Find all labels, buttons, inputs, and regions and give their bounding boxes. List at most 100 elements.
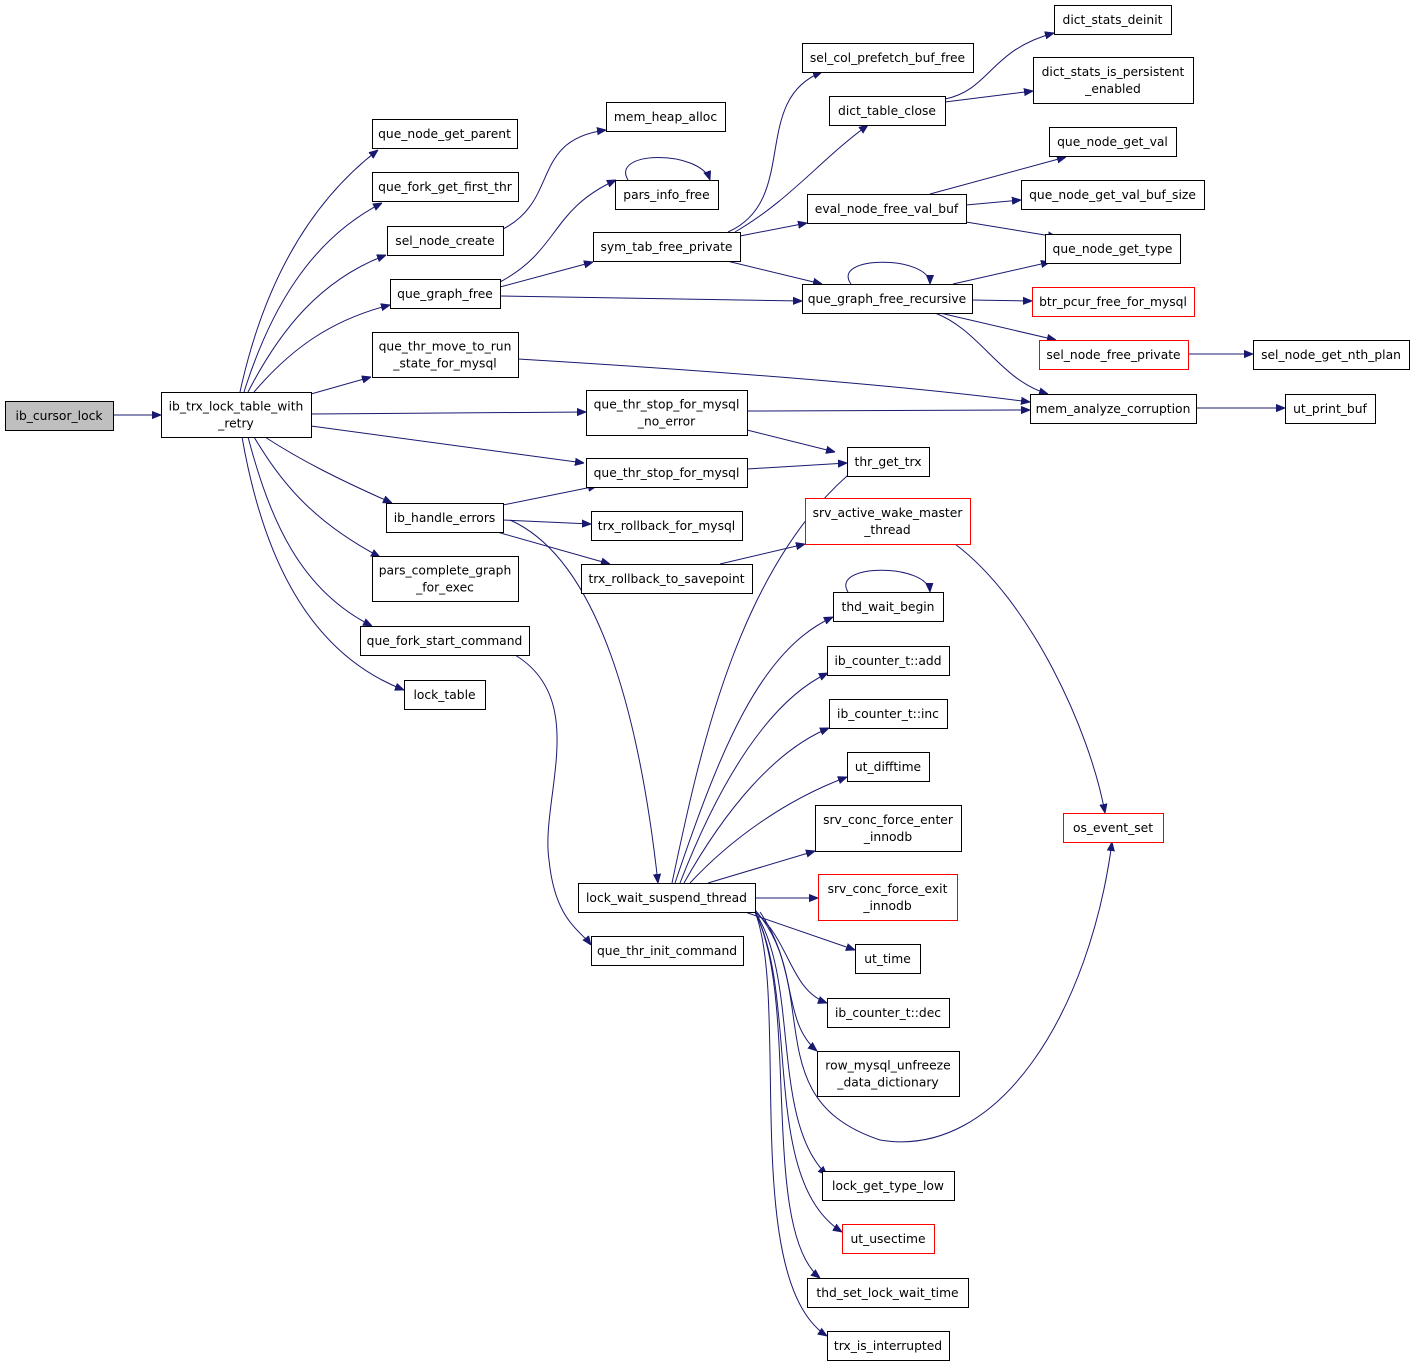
node-ut-print-buf[interactable]: ut_print_buf: [1285, 394, 1376, 424]
node-srv-conc-force-enter-innodb[interactable]: srv_conc_force_enter_innodb: [815, 805, 962, 852]
node-ut-time[interactable]: ut_time: [855, 944, 921, 974]
node-box[interactable]: [1285, 394, 1376, 424]
node-box[interactable]: [829, 699, 948, 729]
node-box[interactable]: [390, 279, 501, 309]
node-box[interactable]: [591, 511, 743, 541]
node-que-fork-get-first-thr[interactable]: que_fork_get_first_thr: [372, 172, 519, 202]
node-mem-heap-alloc[interactable]: mem_heap_alloc: [606, 102, 726, 132]
node-box[interactable]: [372, 556, 519, 602]
node-box[interactable]: [829, 96, 946, 126]
node-box[interactable]: [1045, 234, 1181, 264]
node-box[interactable]: [1063, 813, 1164, 843]
node-box[interactable]: [807, 1278, 969, 1308]
node-box[interactable]: [372, 172, 519, 202]
node-box[interactable]: [827, 646, 950, 676]
node-ib-counter-t-dec[interactable]: ib_counter_t::dec: [827, 998, 950, 1028]
node-dict-stats-is-persistent-enabled[interactable]: dict_stats_is_persistent_enabled: [1033, 57, 1194, 104]
node-box[interactable]: [360, 626, 530, 656]
node-sel-node-create[interactable]: sel_node_create: [387, 226, 504, 256]
node-que-graph-free[interactable]: que_graph_free: [390, 279, 501, 309]
node-que-node-get-parent[interactable]: que_node_get_parent: [372, 119, 518, 149]
node-box[interactable]: [827, 998, 950, 1028]
node-box[interactable]: [1049, 127, 1177, 157]
node-srv-conc-force-exit-innodb[interactable]: srv_conc_force_exit_innodb: [818, 874, 958, 921]
node-que-fork-start-command[interactable]: que_fork_start_command: [360, 626, 530, 656]
node-box[interactable]: [818, 874, 958, 921]
node-mem-analyze-corruption[interactable]: mem_analyze_corruption: [1030, 394, 1197, 424]
node-sel-col-prefetch-buf-free[interactable]: sel_col_prefetch_buf_free: [802, 43, 974, 73]
node-box[interactable]: [847, 752, 930, 782]
node-que-thr-init-command[interactable]: que_thr_init_command: [591, 936, 744, 966]
node-trx-rollback-for-mysql[interactable]: trx_rollback_for_mysql: [591, 511, 743, 541]
node-sym-tab-free-private[interactable]: sym_tab_free_private: [593, 232, 741, 262]
node-btr-pcur-free-for-mysql[interactable]: btr_pcur_free_for_mysql: [1032, 287, 1195, 317]
node-box[interactable]: [807, 194, 967, 224]
node-lock-get-type-low[interactable]: lock_get_type_low: [822, 1171, 955, 1201]
node-box[interactable]: [586, 458, 748, 488]
node-ut-usectime[interactable]: ut_usectime: [842, 1224, 935, 1254]
node-thr-get-trx[interactable]: thr_get_trx: [847, 447, 930, 477]
node-thd-set-lock-wait-time[interactable]: thd_set_lock_wait_time: [807, 1278, 969, 1308]
node-que-node-get-val-buf-size[interactable]: que_node_get_val_buf_size: [1021, 180, 1205, 210]
node-ib-counter-t-add[interactable]: ib_counter_t::add: [827, 646, 950, 676]
node-box[interactable]: [842, 1224, 935, 1254]
node-box[interactable]: [1054, 5, 1172, 35]
node-sel-node-free-private[interactable]: sel_node_free_private: [1039, 340, 1189, 370]
node-box[interactable]: [606, 102, 726, 132]
node-eval-node-free-val-buf[interactable]: eval_node_free_val_buf: [807, 194, 967, 224]
node-pars-info-free[interactable]: pars_info_free: [615, 180, 719, 210]
node-os-event-set[interactable]: os_event_set: [1063, 813, 1164, 843]
node-box[interactable]: [581, 564, 753, 594]
node-box[interactable]: [578, 883, 756, 913]
node-ib-counter-t-inc[interactable]: ib_counter_t::inc: [829, 699, 948, 729]
node-row-mysql-unfreeze-data-dictionary[interactable]: row_mysql_unfreeze_data_dictionary: [817, 1051, 960, 1097]
node-que-thr-stop-for-mysql-no-error[interactable]: que_thr_stop_for_mysql_no_error: [586, 390, 748, 436]
node-box[interactable]: [802, 43, 974, 73]
node-ib-handle-errors[interactable]: ib_handle_errors: [386, 503, 504, 533]
node-dict-table-close[interactable]: dict_table_close: [829, 96, 946, 126]
node-lock-table[interactable]: lock_table: [404, 680, 486, 710]
node-box[interactable]: [404, 680, 486, 710]
node-box[interactable]: [387, 226, 504, 256]
node-sel-node-get-nth-plan[interactable]: sel_node_get_nth_plan: [1253, 340, 1410, 370]
node-box[interactable]: [833, 592, 944, 622]
node-box[interactable]: [5, 401, 114, 431]
node-box[interactable]: [161, 392, 312, 438]
node-ut-difftime[interactable]: ut_difftime: [847, 752, 930, 782]
node-ib-trx-lock-table-with-retry[interactable]: ib_trx_lock_table_with_retry: [161, 392, 312, 438]
node-box[interactable]: [372, 332, 519, 378]
node-box[interactable]: [591, 936, 744, 966]
node-que-node-get-type[interactable]: que_node_get_type: [1045, 234, 1181, 264]
node-ib-cursor-lock[interactable]: ib_cursor_lock: [5, 401, 114, 431]
node-box[interactable]: [805, 498, 971, 545]
node-que-node-get-val[interactable]: que_node_get_val: [1049, 127, 1177, 157]
node-box[interactable]: [855, 944, 921, 974]
node-box[interactable]: [847, 447, 930, 477]
node-box[interactable]: [1032, 287, 1195, 317]
node-que-thr-stop-for-mysql[interactable]: que_thr_stop_for_mysql: [586, 458, 748, 488]
node-trx-rollback-to-savepoint[interactable]: trx_rollback_to_savepoint: [581, 564, 753, 594]
node-box[interactable]: [1039, 340, 1189, 370]
node-box[interactable]: [615, 180, 719, 210]
node-trx-is-interrupted[interactable]: trx_is_interrupted: [827, 1331, 950, 1361]
node-box[interactable]: [822, 1171, 955, 1201]
node-dict-stats-deinit[interactable]: dict_stats_deinit: [1054, 5, 1172, 35]
node-box[interactable]: [802, 284, 973, 314]
node-box[interactable]: [372, 119, 518, 149]
node-que-thr-move-to-run-state-for-mysql[interactable]: que_thr_move_to_run_state_for_mysql: [372, 332, 519, 378]
node-box[interactable]: [386, 503, 504, 533]
node-lock-wait-suspend-thread[interactable]: lock_wait_suspend_thread: [578, 883, 756, 913]
node-box[interactable]: [1021, 180, 1205, 210]
node-pars-complete-graph-for-exec[interactable]: pars_complete_graph_for_exec: [372, 556, 519, 602]
node-box[interactable]: [815, 805, 962, 852]
node-box[interactable]: [593, 232, 741, 262]
node-box[interactable]: [827, 1331, 950, 1361]
node-box[interactable]: [1033, 57, 1194, 104]
node-que-graph-free-recursive[interactable]: que_graph_free_recursive: [802, 284, 973, 314]
node-box[interactable]: [1030, 394, 1197, 424]
node-box[interactable]: [586, 390, 748, 436]
node-thd-wait-begin[interactable]: thd_wait_begin: [833, 592, 944, 622]
node-box[interactable]: [1253, 340, 1410, 370]
node-box[interactable]: [817, 1051, 960, 1097]
node-srv-active-wake-master-thread[interactable]: srv_active_wake_master_thread: [805, 498, 971, 545]
